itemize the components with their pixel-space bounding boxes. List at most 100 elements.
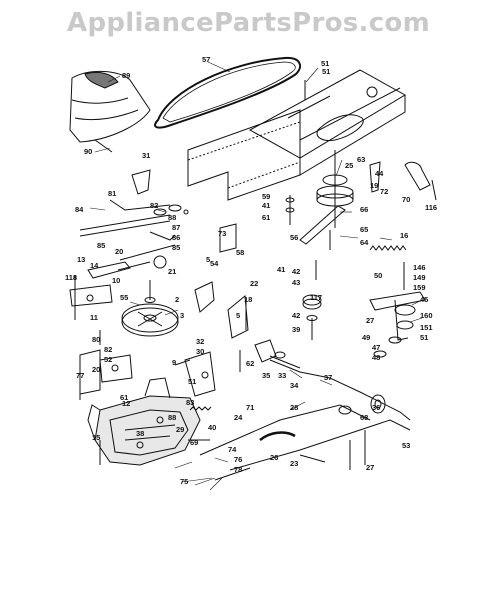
callout-20: 20 bbox=[92, 365, 100, 374]
callout-26: 26 bbox=[270, 453, 278, 462]
callout-43: 43 bbox=[292, 278, 300, 287]
callout-45: 45 bbox=[420, 295, 428, 304]
callout-69: 69 bbox=[190, 438, 198, 447]
transaxle bbox=[87, 377, 201, 466]
callout-117: 117 bbox=[310, 293, 322, 302]
callout-52: 52 bbox=[104, 355, 112, 364]
callout-66: 66 bbox=[360, 205, 368, 214]
callout-41: 41 bbox=[262, 201, 270, 210]
callout-51: 51 bbox=[322, 67, 330, 76]
frame-side-plate bbox=[187, 109, 301, 201]
callout-9: 9 bbox=[172, 358, 176, 367]
callout-34: 34 bbox=[290, 381, 299, 390]
callout-88: 88 bbox=[168, 413, 176, 422]
callout-77: 77 bbox=[76, 371, 84, 380]
pulley-63 bbox=[316, 150, 354, 228]
callout-42: 42 bbox=[292, 267, 300, 276]
callout-86: 86 bbox=[172, 233, 180, 242]
callout-55: 55 bbox=[120, 293, 128, 302]
callout-40: 40 bbox=[208, 423, 216, 432]
callout-33: 33 bbox=[278, 371, 286, 380]
spring-68 bbox=[369, 245, 407, 251]
callout-32: 32 bbox=[196, 337, 204, 346]
callout-76: 76 bbox=[234, 455, 242, 464]
callout-51: 51 bbox=[321, 59, 329, 68]
callout-51: 51 bbox=[188, 377, 196, 386]
callout-30: 30 bbox=[196, 347, 204, 356]
callout-71: 71 bbox=[246, 403, 254, 412]
control-rod-28 bbox=[199, 404, 371, 456]
callout-3: 3 bbox=[180, 311, 184, 320]
part-drawings bbox=[69, 56, 437, 491]
callout-27: 27 bbox=[366, 463, 374, 472]
callout-29: 29 bbox=[176, 425, 184, 434]
callout-39: 39 bbox=[292, 325, 300, 334]
callout-82: 82 bbox=[104, 345, 112, 354]
callout-116: 116 bbox=[425, 203, 437, 212]
callout-146: 146 bbox=[413, 263, 426, 272]
callout-22: 22 bbox=[250, 279, 258, 288]
callout-87: 87 bbox=[172, 223, 180, 232]
callout-72: 72 bbox=[380, 187, 388, 196]
brake-rod-37 bbox=[269, 359, 411, 421]
callout-88: 88 bbox=[168, 213, 176, 222]
callout-50: 50 bbox=[374, 271, 382, 280]
callout-65: 65 bbox=[360, 225, 368, 234]
dash-panel bbox=[69, 70, 151, 143]
drive-belt bbox=[154, 56, 301, 129]
callout-15: 15 bbox=[92, 433, 100, 442]
callout-85: 85 bbox=[97, 241, 105, 250]
callout-2: 2 bbox=[175, 295, 179, 304]
callout-10: 10 bbox=[112, 276, 120, 285]
callout-14: 14 bbox=[90, 261, 99, 270]
callout-90: 90 bbox=[84, 147, 92, 156]
callout-80: 80 bbox=[92, 335, 100, 344]
callout-68: 68 bbox=[360, 413, 368, 422]
callout-19: 19 bbox=[370, 181, 378, 190]
callout-36: 36 bbox=[372, 403, 380, 412]
callout-28: 28 bbox=[290, 403, 298, 412]
callout-31: 31 bbox=[142, 151, 150, 160]
callout-37: 37 bbox=[324, 373, 332, 382]
watermark: AppliancePartsPros.com bbox=[67, 8, 430, 38]
callout-61: 61 bbox=[262, 213, 270, 222]
callout-49: 49 bbox=[362, 333, 370, 342]
callout-84: 84 bbox=[75, 205, 84, 214]
callout-18: 18 bbox=[244, 295, 252, 304]
callout-62: 62 bbox=[246, 359, 254, 368]
callout-59: 59 bbox=[262, 192, 270, 201]
callout-149: 149 bbox=[413, 273, 426, 282]
callout-16: 16 bbox=[400, 231, 408, 240]
callout-41: 41 bbox=[277, 265, 285, 274]
callout-20: 20 bbox=[115, 247, 123, 256]
callout-5: 5 bbox=[236, 311, 240, 320]
callout-57: 57 bbox=[202, 55, 210, 64]
callout-23: 23 bbox=[290, 459, 298, 468]
callout-51: 51 bbox=[420, 333, 428, 342]
callout-82: 82 bbox=[150, 201, 158, 210]
callout-54: 54 bbox=[210, 259, 219, 268]
callout-56: 56 bbox=[290, 233, 298, 242]
callout-78: 78 bbox=[234, 465, 242, 474]
callout-64: 64 bbox=[360, 238, 369, 247]
callout-151: 151 bbox=[420, 323, 433, 332]
transmission-pulley-3 bbox=[121, 280, 179, 337]
callout-118: 118 bbox=[65, 273, 77, 282]
callout-70: 70 bbox=[402, 195, 410, 204]
callout-48: 48 bbox=[372, 353, 380, 362]
callout-27: 27 bbox=[366, 316, 374, 325]
callout-81: 81 bbox=[108, 189, 116, 198]
callout-75: 75 bbox=[180, 477, 188, 486]
callout-160: 160 bbox=[420, 311, 433, 320]
callout-38: 38 bbox=[136, 429, 144, 438]
callout-63: 63 bbox=[357, 155, 365, 164]
callout-74: 74 bbox=[228, 445, 237, 454]
callout-11: 11 bbox=[90, 313, 98, 322]
callout-21: 21 bbox=[168, 267, 176, 276]
callout-42: 42 bbox=[292, 311, 300, 320]
callout-44: 44 bbox=[375, 169, 384, 178]
callout-83: 83 bbox=[186, 398, 194, 407]
